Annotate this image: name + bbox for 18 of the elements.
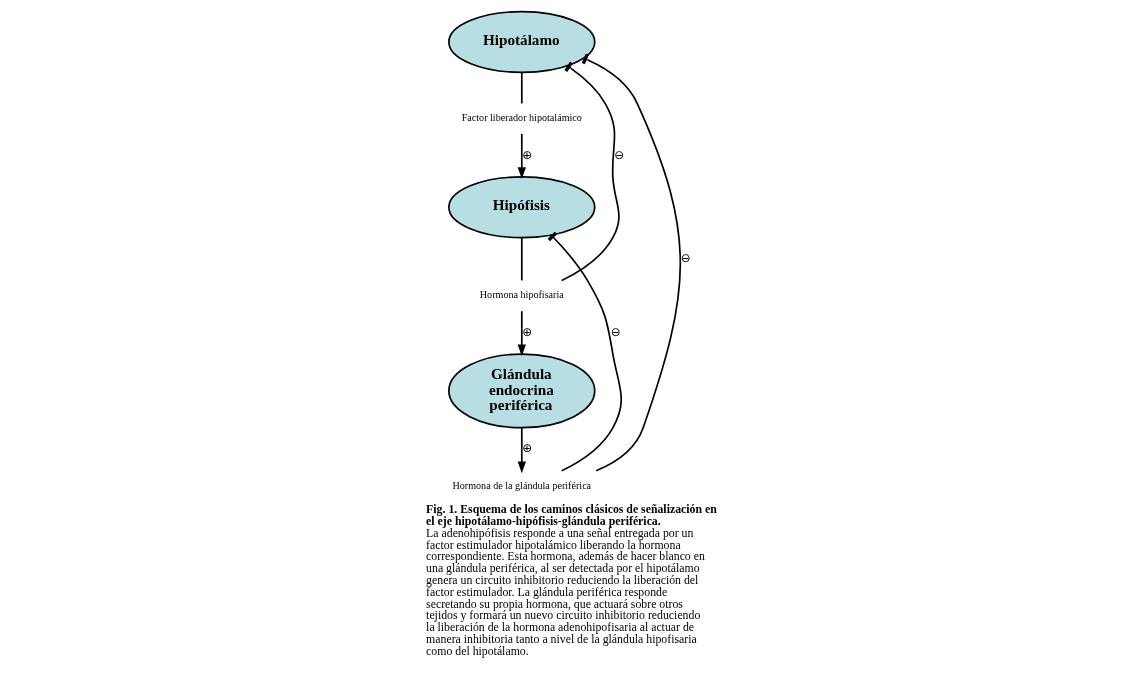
node-text: Factor liberador hipotalámico [461,112,582,124]
edge-label: ⊕ [522,324,533,339]
connector [520,71,523,105]
connector [547,231,623,472]
edge-label: ⊕ [522,147,533,162]
edge-label: ⊖ [610,324,621,339]
edge-label: ⊕ [522,441,533,456]
caption: Fig. 1. Esquema de los caminos clásicos de señalización en el eje hipotálamo-hipófisis-glándula periférica. La adenohipófisis responde a una señal entregada por un factor estimulador hipotalámico liberando la hormona correspondiente. Esta hormona, además de hacer blanco en una glándula periférica, al ser detectada por el hipotálamo genera un circuito inhibitorio reduciendo la liberación del factor estimulador. La glándula periférica responde secretando su propia hormona, que actuará sobre otros tejidos y formará un nuevo circuito inhibitorio reduciendo la liberación de la hormona adenohipofisaria al actuar de manera inhibitoria tanto a nivel de la glándula hipofisaria como del hipotálamo. [426,502,717,658]
connector [520,236,523,282]
node-ellipse: Glándula endocrina periférica [448,353,596,429]
arrow [517,427,526,474]
arrow [517,310,526,357]
connector [560,61,620,282]
arrow [517,133,526,180]
edge-label: ⊖ [680,251,691,266]
edge-label: ⊖ [614,147,625,162]
node-text: Hormona hipofisaria [479,289,564,301]
node-text: Hormona de la glándula periférica [452,479,592,491]
